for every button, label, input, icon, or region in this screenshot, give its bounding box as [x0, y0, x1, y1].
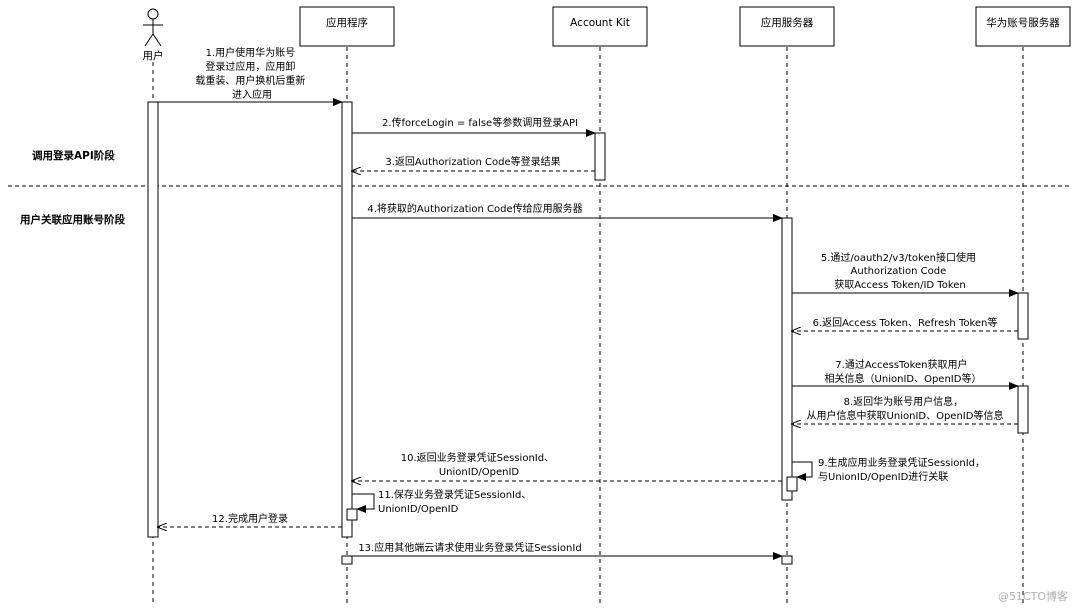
activation-kit	[594, 132, 606, 181]
phase-label-link-account: 用户关联应用账号阶段	[19, 213, 125, 226]
actor-user-label: 用户	[143, 49, 164, 62]
participant-huawei: 华为账号服务器	[975, 6, 1071, 47]
msg-label-13: 13.应用其他端云请求使用业务登录凭证SessionId	[358, 541, 581, 554]
phase-label-login-api: 调用登录API阶段	[32, 149, 115, 162]
message-arrows	[158, 98, 1019, 560]
activation-user	[147, 101, 159, 538]
msg-label-6: 6.返回Access Token、Refresh Token等	[813, 316, 998, 329]
msg-label-4: 4.将获取的Authorization Code传给应用服务器	[367, 202, 582, 215]
actor-user	[143, 8, 163, 47]
msg-label-7: 7.通过AccessToken获取用户 相关信息（UnionID、OpenID等…	[825, 358, 982, 385]
activation-app	[341, 101, 353, 538]
actor-head	[147, 8, 159, 20]
msg-label-3: 3.返回Authorization Code等登录结果	[385, 155, 560, 168]
participant-huawei-label: 华为账号服务器	[986, 16, 1060, 29]
msg-arrow-11	[352, 493, 375, 513]
msg-label-1: 1.用户使用华为账号 登录过应用，应用卸 载重装、用户换机后重新 进入应用	[195, 46, 308, 101]
participant-kit: Account Kit	[552, 6, 648, 47]
msg-arrow-9	[792, 461, 813, 481]
activation-bars	[147, 101, 1029, 565]
msg-label-10: 10.返回业务登录凭证SessionId、 UnionID/OpenID	[401, 451, 558, 478]
participant-app-label: 应用程序	[326, 16, 368, 29]
msg-label-2: 2.传forceLogin = false等参数调用登录API	[382, 116, 578, 129]
msg-label-8: 8.返回华为账号用户信息， 从用户信息中获取UnionID、OpenID等信息	[807, 395, 1004, 422]
activation-server-nested	[786, 476, 798, 492]
participant-server: 应用服务器	[739, 6, 835, 47]
watermark: @51CTO博客	[998, 589, 1068, 603]
participant-server-label: 应用服务器	[761, 16, 814, 29]
msg-label-9: 9.生成应用业务登录凭证SessionId， 与UnionID/OpenID进行…	[818, 456, 988, 483]
activation-app-nested	[346, 508, 358, 521]
activation-huawei-2	[1017, 385, 1029, 434]
activation-server-3	[781, 555, 793, 565]
participant-app: 应用程序	[299, 6, 395, 47]
activation-huawei-1	[1017, 292, 1029, 340]
activation-server	[781, 217, 793, 501]
participant-kit-label: Account Kit	[570, 17, 630, 29]
msg-label-12: 12.完成用户登录	[212, 512, 288, 525]
message-labels: 1.用户使用华为账号 登录过应用，应用卸 载重装、用户换机后重新 进入应用 2.…	[195, 46, 1003, 554]
msg-label-11: 11.保存业务登录凭证SessionId、 UnionID/OpenID	[378, 488, 535, 515]
msg-label-5: 5.通过/oauth2/v3/token接口使用 Authorization C…	[821, 251, 979, 291]
activation-app-3	[341, 555, 353, 565]
